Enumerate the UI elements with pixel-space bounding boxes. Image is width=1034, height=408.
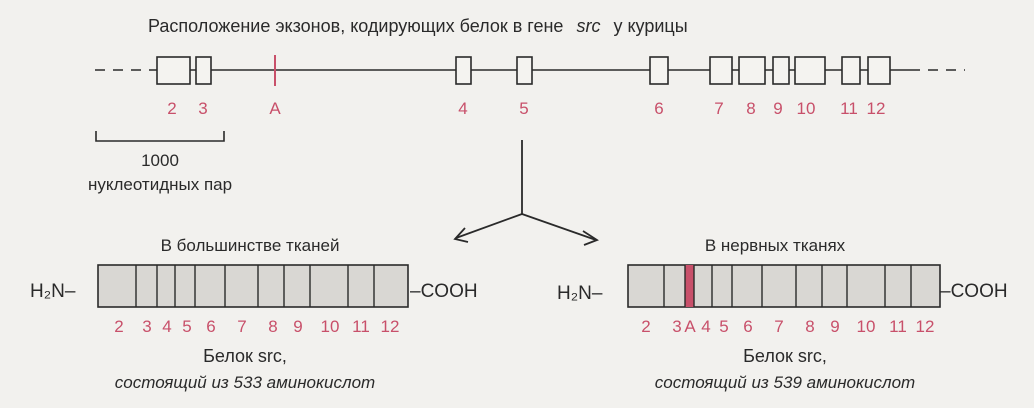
left-arrowhead-icon	[453, 227, 469, 243]
right-segment-dividers	[663, 265, 912, 307]
right-protein-bar	[627, 264, 941, 308]
exon-2-box	[156, 56, 191, 85]
exon-label: 12	[867, 99, 886, 118]
right-tissue-label: В нервных тканях	[705, 236, 846, 255]
left-branch-line	[455, 213, 523, 239]
segment-label: 2	[114, 317, 123, 336]
segment-label: 4	[701, 317, 710, 336]
exon-6-box	[649, 56, 669, 85]
exon-label: 3	[198, 99, 207, 118]
left-n-terminus: H₂N–	[30, 281, 76, 302]
right-caption-line2: состоящий из 539 аминокислот	[655, 373, 915, 392]
segment-label: 11	[889, 317, 907, 336]
segment-label: 3	[142, 317, 151, 336]
segment-label: 3	[672, 317, 681, 336]
right-caption-line1: Белок src,	[743, 346, 827, 366]
exon-label: 10	[797, 99, 816, 118]
exon-label: A	[269, 99, 281, 118]
scale-bar: 1000 нуклеотидных пар	[88, 131, 232, 194]
exon-7-box	[709, 56, 733, 85]
title-text: Расположение экзонов, кодирующих белок в…	[148, 16, 563, 36]
branch-arrows	[453, 140, 599, 246]
exon-label: 11	[840, 99, 858, 118]
right-n-terminus: H₂N–	[557, 283, 603, 304]
gene-map: 2 3 A 4 5 6 7 8 9 10 11 12	[95, 55, 965, 118]
title: Расположение экзонов, кодирующих белок в…	[148, 16, 688, 36]
right-c-terminus: –COOH	[940, 281, 1008, 302]
exon-label: 8	[746, 99, 755, 118]
left-segment-dividers	[135, 265, 375, 307]
right-branch-line	[521, 213, 597, 241]
segment-label: A	[684, 317, 696, 336]
left-caption-line2: состоящий из 533 аминокислот	[115, 373, 375, 392]
exon-label: 5	[519, 99, 528, 118]
right-arrowhead-icon	[582, 230, 599, 246]
segment-label: 5	[182, 317, 191, 336]
right-segment-labels: 2 3 A 4 5 6 7 8 9 10 11 12	[641, 317, 934, 336]
exon-label: 7	[714, 99, 723, 118]
segment-label: 8	[268, 317, 277, 336]
exon-label: 6	[654, 99, 663, 118]
left-tissue-label: В большинстве тканей	[161, 236, 340, 255]
exon-11-box	[841, 56, 861, 85]
scale-bar-unit: нуклеотидных пар	[88, 175, 232, 194]
title-suffix: у курицы	[613, 16, 687, 36]
segment-label: 8	[805, 317, 814, 336]
left-protein-bar	[97, 264, 409, 308]
left-c-terminus: –COOH	[410, 281, 478, 302]
segment-label: 4	[162, 317, 171, 336]
exon-4-box	[455, 56, 472, 85]
segment-label: 2	[641, 317, 650, 336]
left-protein: В большинстве тканей H₂N– –COOH 2 3 4 5 …	[30, 236, 478, 392]
segment-label: 10	[321, 317, 340, 336]
segment-label: 12	[916, 317, 935, 336]
exon-label: 4	[458, 99, 467, 118]
exon-9-box	[772, 56, 790, 85]
segment-label: 12	[381, 317, 400, 336]
left-segment-labels: 2 3 4 5 6 7 8 9 10 11 12	[114, 317, 399, 336]
exon-label: 9	[773, 99, 782, 118]
title-gene: src	[576, 16, 600, 36]
exon-label: 2	[167, 99, 176, 118]
right-protein: В нервных тканях H₂N– –COOH 2 3 A 4 5 6 …	[557, 236, 1008, 392]
exon-10-box	[794, 56, 826, 85]
exon-3-box	[195, 56, 212, 85]
exon-8-box	[738, 56, 766, 85]
segment-label: 5	[719, 317, 728, 336]
exon-5-box	[516, 56, 533, 85]
exon-12-box	[867, 56, 891, 85]
segment-label: 10	[857, 317, 876, 336]
left-caption-line1: Белок src,	[203, 346, 287, 366]
segment-label: 11	[352, 317, 370, 336]
segment-label: 9	[293, 317, 302, 336]
right-exon-a-segment	[685, 265, 694, 307]
scale-bar-value: 1000	[141, 151, 179, 170]
scale-bar-bracket	[95, 131, 225, 142]
segment-label: 6	[206, 317, 215, 336]
segment-label: 7	[237, 317, 246, 336]
exon-labels: 2 3 A 4 5 6 7 8 9 10 11 12	[167, 99, 885, 118]
segment-label: 9	[830, 317, 839, 336]
segment-label: 6	[743, 317, 752, 336]
segment-label: 7	[774, 317, 783, 336]
